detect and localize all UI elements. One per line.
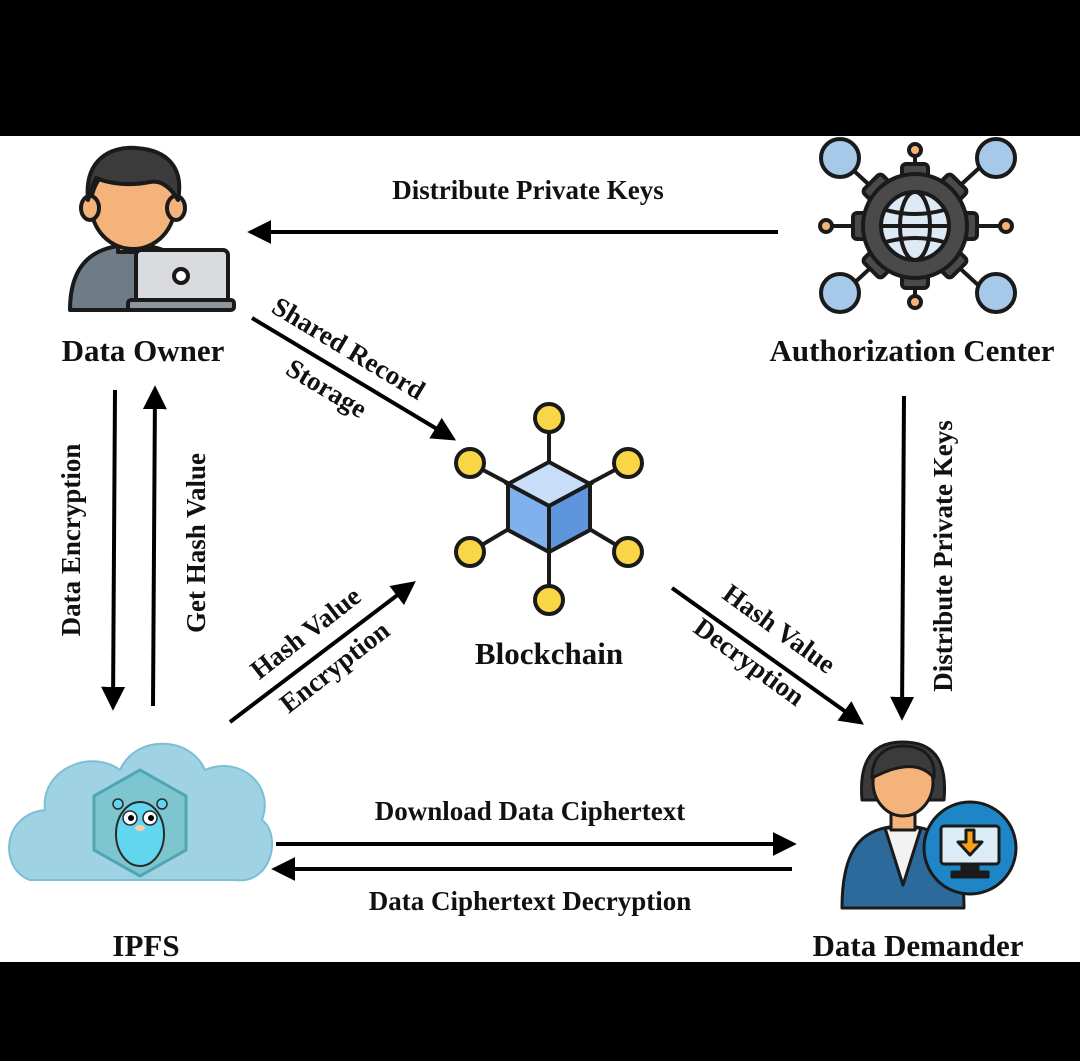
gear-network-icon (818, 137, 1017, 314)
node-label-data-demander: Data Demander (813, 928, 1024, 963)
user-download-icon (840, 740, 1018, 910)
arrow-distribute-keys-right (890, 395, 915, 721)
node-label-data-owner: Data Owner (62, 333, 225, 368)
node-label-authorization-center: Authorization Center (770, 333, 1055, 368)
arrow-hash-value-decryption (670, 586, 864, 725)
edge-label-data-encryption: Data Encryption (56, 444, 86, 637)
edge-label-distribute-keys-top: Distribute Private Keys (392, 175, 663, 205)
edge-label-download-ciphertext: Download Data Ciphertext (375, 796, 686, 826)
arrows (101, 220, 915, 881)
arrow-shared-record-storage (250, 316, 457, 441)
arrow-hash-value-encryption (228, 581, 416, 724)
edge-label-distribute-keys-right: Distribute Private Keys (928, 420, 958, 691)
arrow-get-hash-value (142, 385, 167, 707)
user-laptop-icon (68, 145, 236, 312)
arrow-data-encryption (101, 389, 126, 711)
blockchain-icon (454, 402, 644, 616)
edge-label-get-hash-value: Get Hash Value (181, 453, 211, 633)
node-label-blockchain: Blockchain (475, 636, 623, 671)
ipfs-cloud-icon (8, 742, 274, 882)
node-label-ipfs: IPFS (112, 928, 179, 963)
edge-label-ciphertext-decryption: Data Ciphertext Decryption (369, 886, 691, 916)
